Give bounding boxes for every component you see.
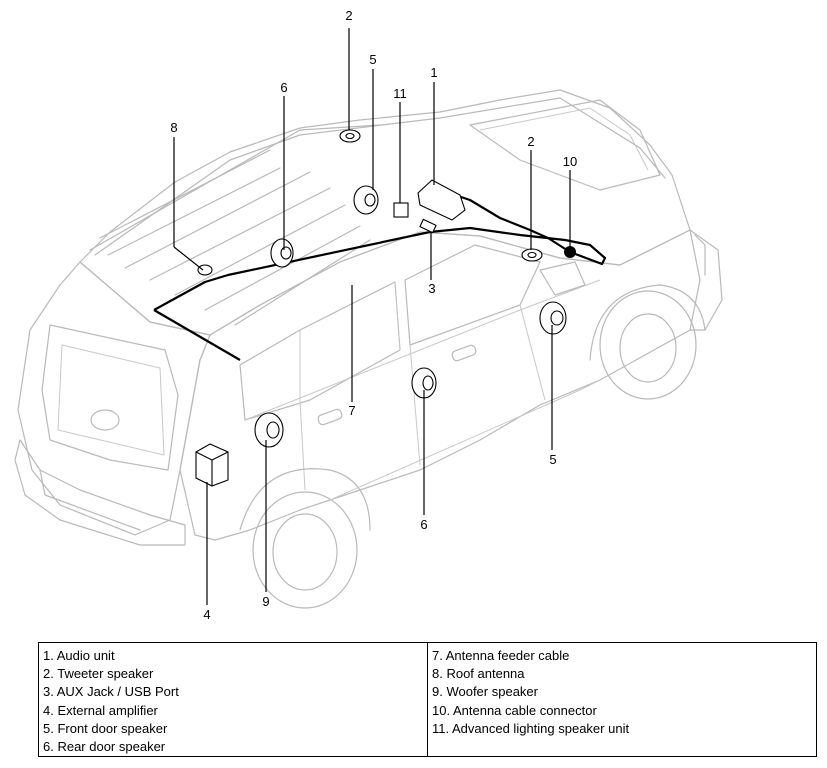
legend-item: 3. AUX Jack / USB Port <box>43 684 179 700</box>
callout-6: 6 <box>280 80 287 95</box>
vehicle-outline <box>14 89 723 609</box>
leader-lines <box>173 28 571 605</box>
legend-item: 7. Antenna feeder cable <box>432 648 570 663</box>
callout-7: 7 <box>348 403 355 418</box>
legend-item: 1. Audio unit <box>43 648 115 663</box>
legend-item: 10. Antenna cable connector <box>432 702 597 718</box>
callout-5: 5 <box>549 452 556 467</box>
legend-column-right: 7. Antenna feeder cable 8. Roof antenna … <box>427 643 816 756</box>
legend-item: 4. External amplifier <box>43 702 158 718</box>
legend-item: 2. Tweeter speaker <box>43 666 154 682</box>
callout-10: 10 <box>563 154 577 169</box>
callout-6: 6 <box>420 517 427 532</box>
advanced-lighting-speaker-unit <box>393 202 409 218</box>
callout-4: 4 <box>203 607 210 622</box>
callout-11: 11 <box>393 86 407 101</box>
vehicle-audio-diagram: 2 5 1 6 11 8 2 10 3 7 5 6 9 4 <box>14 8 723 622</box>
roof-antenna <box>197 264 213 276</box>
antenna-cable-connector <box>564 246 576 258</box>
audio-parts <box>195 129 576 487</box>
parts-legend: 1. Audio unit 2. Tweeter speaker 3. AUX … <box>38 642 817 757</box>
callout-labels: 2 5 1 6 11 8 2 10 3 7 5 6 9 4 <box>170 8 577 622</box>
callout-5: 5 <box>369 52 376 67</box>
legend-item: 8. Roof antenna <box>432 666 525 682</box>
callout-9: 9 <box>262 594 269 609</box>
antenna-feeder-cable <box>153 188 607 361</box>
callout-3: 3 <box>428 281 435 296</box>
callout-2: 2 <box>345 8 352 23</box>
aux-jack-usb-port <box>419 218 437 234</box>
legend-item: 6. Rear door speaker <box>43 739 166 755</box>
callout-1: 1 <box>430 65 437 80</box>
legend-item: 9. Woofer speaker <box>432 684 538 700</box>
legend-item: 11. Advanced lighting speaker unit <box>432 720 630 736</box>
audio-unit <box>417 179 466 221</box>
legend-column-left: 1. Audio unit 2. Tweeter speaker 3. AUX … <box>39 643 427 756</box>
legend-item: 5. Front door speaker <box>43 720 168 736</box>
callout-2: 2 <box>527 134 534 149</box>
callout-8: 8 <box>170 120 177 135</box>
